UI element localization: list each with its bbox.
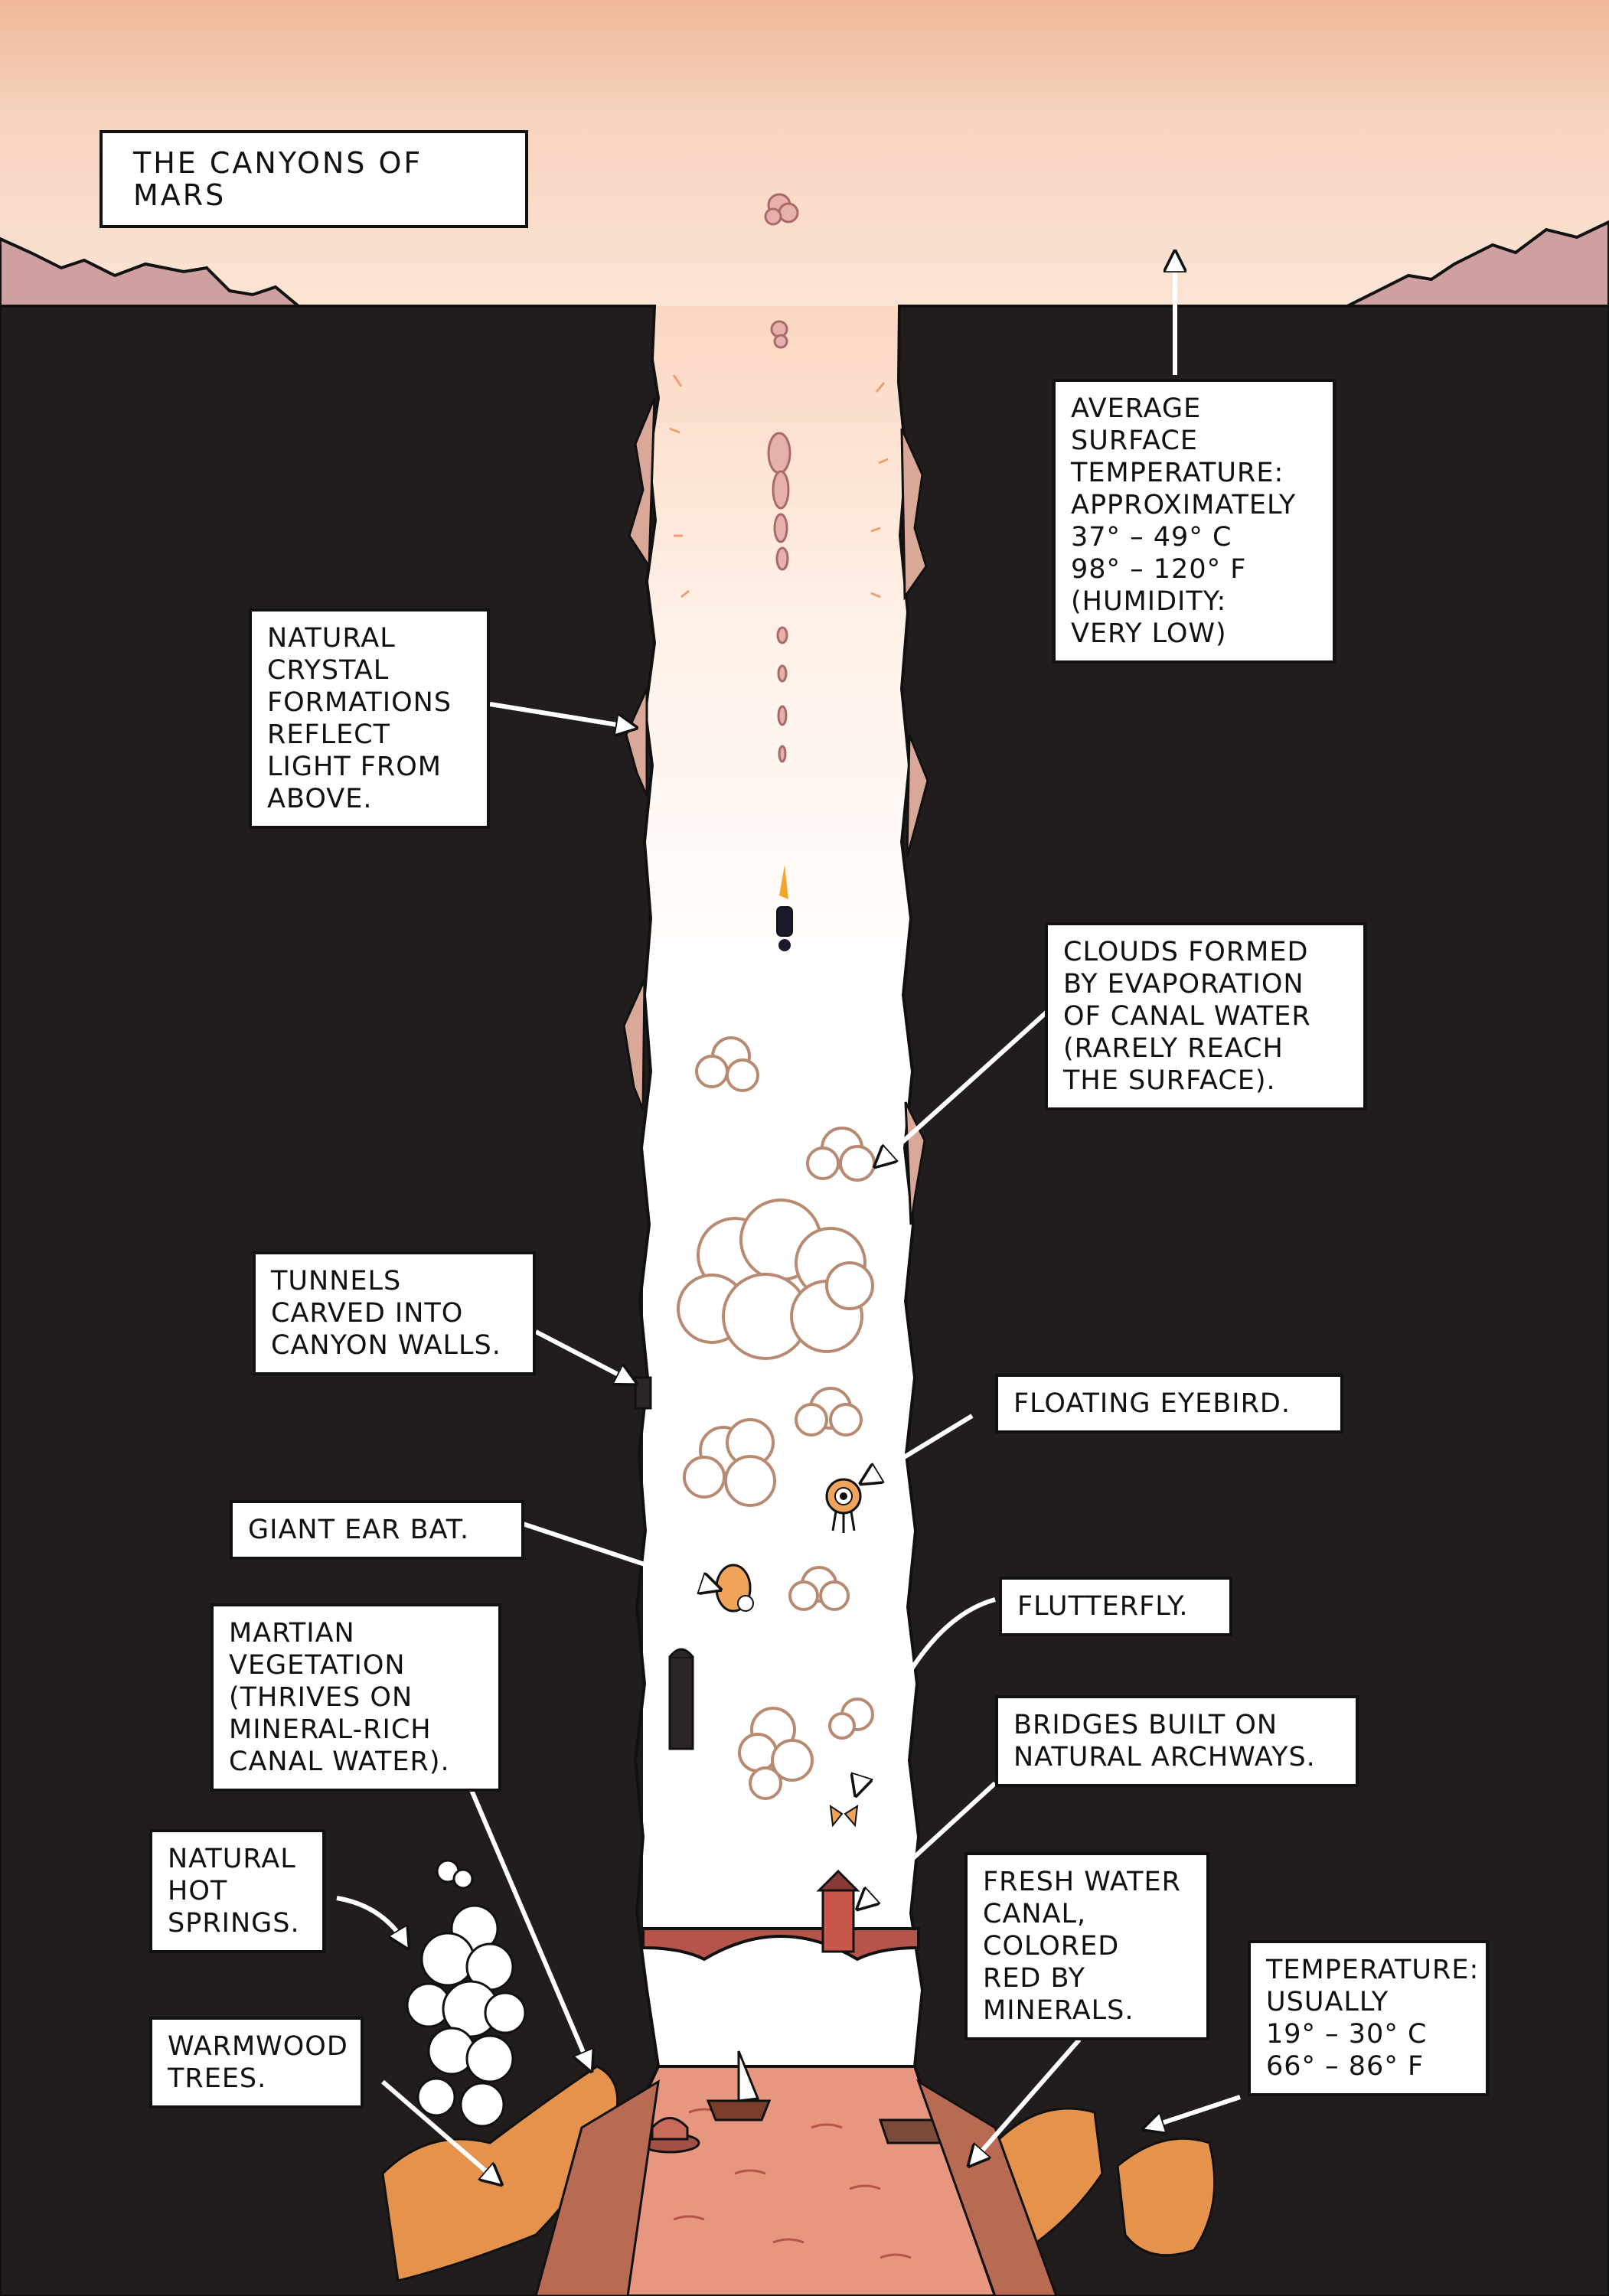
surface-temperature-label: AVERAGE SURFACE TEMPERATURE: APPROXIMATE… — [1053, 379, 1336, 664]
arrow-warmwood — [381, 2079, 498, 2181]
arrow-fresh-water — [972, 2038, 1082, 2162]
arch-bridge — [641, 1869, 920, 1962]
canal-banks — [534, 2079, 1058, 2296]
bridges-label: BRIDGES BUILT ON NATURAL ARCHWAYS. — [995, 1695, 1359, 1787]
cloud-small-4 — [788, 1566, 850, 1611]
light-rays — [669, 374, 889, 598]
arrow-vegetation — [465, 1778, 589, 2066]
flutterfly — [829, 1804, 859, 1828]
hot-springs-steam — [406, 1859, 527, 2128]
cloud-small-3 — [795, 1387, 863, 1437]
mountains-left — [0, 236, 303, 308]
floating-eyebird-label: FLOATING EYEBIRD. — [995, 1374, 1343, 1433]
crystal-formations-label: NATURAL CRYSTAL FORMATIONS REFLECT LIGHT… — [249, 608, 490, 829]
clouds — [677, 1036, 876, 1800]
sailboat — [706, 2050, 772, 2122]
giant-ear-bat-label: GIANT EAR BAT. — [230, 1500, 524, 1560]
rocket-smoke-trail — [764, 193, 799, 763]
crystal-formations — [622, 397, 929, 1225]
floating-eyebird — [825, 1478, 862, 1533]
page-title: THE CANYONS OF MARS — [100, 130, 528, 228]
rocket-traveler — [776, 865, 793, 951]
martian-vegetation-label: MARTIAN VEGETATION (THRIVES ON MINERAL-R… — [211, 1603, 501, 1792]
arrow-clouds — [879, 1008, 1051, 1163]
fresh-water-canal-label: FRESH WATER CANAL, COLORED RED BY MINERA… — [964, 1852, 1209, 2040]
canal-temperature-label: TEMPERATURE: USUALLY 19° – 30° C 66° – 8… — [1248, 1940, 1489, 2096]
arrow-ear-bat — [520, 1521, 716, 1588]
canyon-gap — [643, 306, 934, 2066]
mountains-right — [1346, 220, 1609, 308]
cloud-large — [677, 1199, 874, 1360]
callout-arrows — [336, 256, 1241, 2181]
gazebo-island — [639, 2117, 700, 2154]
cloud-small-1 — [695, 1036, 759, 1092]
cloud-medium-1 — [683, 1418, 776, 1507]
arrow-canal-temp — [1148, 2095, 1241, 2128]
warmwood-trees-label: WARMWOOD TREES. — [149, 2017, 364, 2108]
hot-springs-label: NATURAL HOT SPRINGS. — [149, 1829, 325, 1953]
clouds-label: CLOUDS FORMED BY EVAPORATION OF CANAL WA… — [1045, 922, 1366, 1110]
flutterfly-label: FLUTTERFLY. — [999, 1577, 1232, 1636]
arrow-tunnels — [534, 1329, 632, 1381]
cloud-small-5 — [828, 1698, 874, 1740]
arrow-bridges — [861, 1781, 997, 1906]
arrow-flutterfly — [857, 1597, 996, 1791]
cloud-medium-2 — [738, 1707, 814, 1800]
cloud-small-2 — [806, 1127, 876, 1182]
arrow-hot-springs — [336, 1896, 406, 1944]
tunnels-label: TUNNELS CARVED INTO CANYON WALLS. — [253, 1251, 536, 1375]
arrow-eyebird — [865, 1414, 974, 1481]
canal-ripples — [673, 2108, 912, 2259]
arrow-crystals — [489, 702, 632, 727]
